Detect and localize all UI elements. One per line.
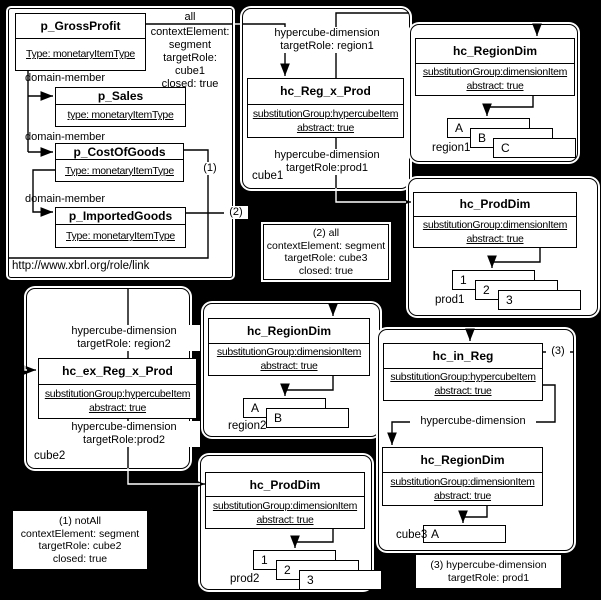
class-box-hc-proddim-1: hc_ProdDim substitutionGroup:dimensionIt… (413, 192, 577, 248)
class-title: hc_ProdDim (206, 473, 364, 498)
arc-hcdim-prod1-gap-crossing (335, 188, 406, 203)
arc-label-domain-member-1: domain-member (25, 72, 106, 84)
class-attr: substitutionGroup:dimensionItem (216, 346, 362, 359)
member-label: 1 (261, 553, 268, 567)
class-attr: substitutionGroup:hypercubeItem (252, 107, 399, 120)
class-attr: substitutionGroup:dimensionItem (422, 66, 568, 79)
member-label: A (251, 401, 260, 415)
arc-marker-2: (2) (224, 206, 248, 219)
class-box-hc-regiondim-1: hc_RegionDim substitutionGroup:dimension… (415, 38, 575, 96)
class-attr: abstract: true (433, 490, 492, 503)
member-label: 2 (284, 563, 291, 577)
class-box-hc-proddim-2: hc_ProdDim substitutionGroup:dimensionIt… (205, 472, 365, 529)
class-title: p_GrossProfit (16, 14, 145, 39)
class-box-p-sales: p_Sales type: monetaryItemType (55, 87, 186, 127)
arc-label-hypercube-dimension-region1: hypercube-dimension targetRole: region1 (252, 27, 402, 53)
class-attr: substitutionGroup:hypercubeItem (44, 388, 191, 401)
class-attr: abstract: true (256, 513, 314, 526)
class-attr: abstract: true (260, 360, 318, 373)
class-attr: substitutionGroup:dimensionItem (390, 476, 535, 489)
class-attr: abstract: true (466, 80, 524, 93)
arc-label-all-details: contextElement: segment targetRole: cube… (150, 26, 230, 90)
class-attr: Type: monetaryItemType (65, 164, 174, 177)
prod2-name: prod2 (230, 573, 260, 585)
class-attr: substitutionGroup:hypercubeItem (390, 371, 536, 384)
note-cube3-arc: (2) all contextElement: segment targetRo… (263, 224, 389, 280)
class-attr: abstract: true (434, 385, 492, 398)
arc-label-all: all (184, 11, 196, 23)
member-label: A (455, 121, 464, 135)
note-prod1-arc: (3) hypercube-dimension targetRole: prod… (418, 557, 559, 586)
member-label: B (274, 411, 283, 425)
member-box: C (493, 138, 576, 158)
member-label: A (431, 527, 440, 541)
arc-label-hypercube-dimension-cube3: hypercube-dimension (410, 415, 536, 428)
class-attr: abstract: true (466, 232, 524, 245)
cube3-name: cube3 (396, 529, 428, 541)
class-box-hc-regiondim-3: hc_RegionDim substitutionGroup:dimension… (382, 447, 543, 506)
member-label: 2 (483, 283, 490, 297)
arc-marker-3: (3) (546, 345, 570, 358)
arc-label-hypercube-dimension-prod2: hypercube-dimension targetRole:prod2 (48, 421, 200, 447)
arc-hcdim-prod2-gap-crossing (127, 468, 200, 485)
member-label: 1 (460, 273, 467, 287)
region2-name: region2 (228, 420, 267, 432)
class-attr: substitutionGroup:dimensionItem (422, 218, 568, 231)
prod1-name: prod1 (435, 294, 465, 306)
region1-name: region1 (432, 142, 471, 154)
note-cube2-arc: (1) notAll contextElement: segment targe… (15, 513, 145, 567)
member-label: B (478, 131, 487, 145)
class-title: hc_RegionDim (416, 39, 574, 64)
class-title: hc_RegionDim (383, 448, 542, 474)
arc-label-domain-member-2: domain-member (25, 131, 106, 143)
class-title: hc_in_Reg (384, 344, 542, 369)
arc-label-domain-member-3: domain-member (25, 193, 106, 205)
arc-marker-1: (1) (199, 162, 221, 175)
class-box-hc-regiondim-2: hc_RegionDim substitutionGroup:dimension… (208, 318, 370, 376)
class-title: p_ImportedGoods (56, 208, 185, 226)
member-box: 3 (498, 290, 581, 310)
arc-label-hypercube-dimension-region2: hypercube-dimension targetRole: region2 (48, 325, 200, 351)
member-box: B (266, 408, 349, 428)
class-attr: substitutionGroup:dimensionItem (212, 499, 358, 512)
arc-label-hypercube-dimension-prod1: hypercube-dimension targetRole:prod1 (252, 149, 402, 175)
member-box: 3 (299, 570, 382, 590)
member-label: 3 (506, 293, 513, 307)
class-title: hc_Reg_x_Prod (248, 79, 403, 105)
class-box-p-importedgoods: p_ImportedGoods Type: monetaryItemType (55, 207, 186, 248)
class-attr: Type: monetaryItemType (66, 230, 175, 243)
class-attr: type: monetaryItemType (67, 109, 174, 122)
class-title: hc_RegionDim (209, 319, 369, 344)
class-box-p-grossprofit: p_GrossProfit Type: monetaryItemType (15, 13, 146, 71)
class-title: hc_ProdDim (414, 193, 576, 217)
class-box-hc-reg-x-prod: hc_Reg_x_Prod substitutionGroup:hypercub… (247, 78, 404, 138)
member-label: C (501, 141, 510, 155)
class-attr: Type: monetaryItemType (26, 48, 135, 61)
class-title: p_Sales (56, 88, 185, 105)
cube2-name: cube2 (34, 450, 66, 462)
class-box-p-costofgoods: p_CostOfGoods Type: monetaryItemType (55, 143, 184, 182)
class-box-hc-ex-reg-x-prod: hc_ex_Reg_x_Prod substitutionGroup:hyper… (38, 358, 197, 419)
class-title: hc_ex_Reg_x_Prod (39, 359, 196, 385)
class-attr: abstract: true (88, 402, 147, 415)
member-label: 3 (307, 573, 314, 587)
class-attr: abstract: true (296, 121, 355, 134)
class-title: p_CostOfGoods (56, 144, 183, 161)
cube1-name: cube1 (252, 170, 284, 182)
class-box-hc-in-reg: hc_in_Reg substitutionGroup:hypercubeIte… (383, 343, 543, 401)
role-uri-label: http://www.xbrl.org/role/link (12, 260, 150, 272)
member-box: A (423, 525, 506, 543)
